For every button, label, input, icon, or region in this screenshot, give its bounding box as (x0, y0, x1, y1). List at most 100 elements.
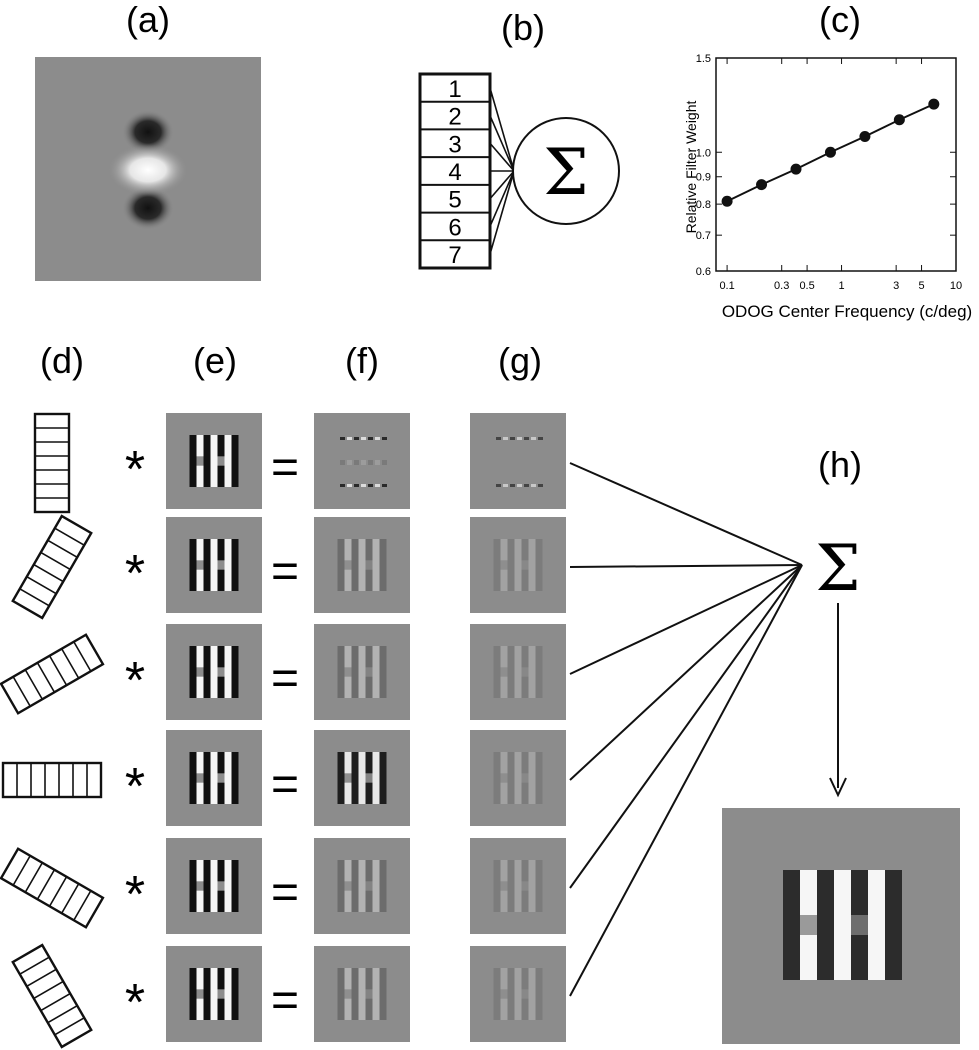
dark-bar (507, 646, 515, 698)
filter-connector (489, 170, 515, 255)
filter-cell-divider (12, 855, 31, 886)
filter-number-7: 7 (448, 242, 461, 269)
panel-label-a: (a) (126, 0, 170, 40)
y-tick-label: 1.5 (696, 53, 711, 65)
light-bar (528, 646, 536, 698)
test-patch (344, 881, 352, 891)
filter-number-4: 4 (448, 159, 461, 186)
filter-output (314, 517, 410, 613)
dark-bar (351, 860, 359, 912)
summation-fan-lines (569, 462, 803, 997)
x-tick-label: 3 (893, 280, 899, 292)
oriented-filter-icon (33, 412, 71, 514)
dark-bar (189, 752, 197, 804)
test-patch (365, 881, 373, 891)
filter-output (314, 413, 410, 509)
test-patch (217, 881, 225, 891)
gray-field (470, 413, 566, 509)
filter-outline (0, 633, 105, 715)
panel-label-g: (g) (498, 340, 542, 381)
edge-response (524, 484, 529, 487)
light-bar (224, 539, 232, 591)
light-bar (514, 860, 522, 912)
y-tick-label: 0.6 (696, 266, 711, 278)
filter-outline (11, 514, 93, 620)
equals-operator: = (271, 974, 299, 1027)
dark-bar (189, 539, 197, 591)
panel-label-f: (f) (345, 340, 379, 381)
filter-cell-divider (24, 669, 44, 700)
filter-outline (0, 847, 105, 929)
fan-line (569, 564, 803, 889)
dark-bar (351, 752, 359, 804)
filter-cell-divider (73, 641, 92, 672)
dark-bar (203, 860, 211, 912)
row-2: *= (11, 514, 566, 620)
edge-response (361, 437, 366, 440)
light-bar (210, 646, 218, 698)
oriented-filter-icon (11, 943, 93, 1049)
normalized-output (470, 624, 566, 720)
filter-cell-divider (60, 648, 80, 679)
chart-frame (715, 57, 957, 272)
light-bar (834, 870, 851, 980)
convolve-operator: * (125, 545, 145, 603)
dark-bar (203, 968, 211, 1020)
edge-response (517, 484, 522, 487)
dark-bar (885, 870, 902, 980)
test-patch (196, 456, 204, 466)
dark-bar (203, 752, 211, 804)
sum-icon: Σ (543, 136, 588, 210)
convolve-operator: * (125, 974, 145, 1032)
edge-response (510, 437, 515, 440)
orientation-sum-icon: Σ (815, 532, 860, 606)
dark-bar (337, 646, 345, 698)
light-bar (514, 539, 522, 591)
test-patch (196, 881, 204, 891)
filter-connector (489, 170, 515, 227)
filter-cell-divider (26, 575, 57, 595)
edge-response (347, 437, 352, 440)
equals-operator: = (271, 545, 299, 598)
edge-response (531, 437, 536, 440)
test-patch (344, 773, 352, 783)
panel-label-b: (b) (501, 7, 545, 48)
test-patch (365, 560, 373, 570)
filter-connectors (489, 87, 515, 255)
dark-bar (783, 870, 800, 980)
filter-cell-divider (36, 662, 56, 693)
dark-bar (351, 539, 359, 591)
dark-bar (189, 968, 197, 1020)
edge-response (503, 484, 508, 487)
sum-circle (512, 117, 620, 225)
center-response (347, 460, 352, 465)
equals-operator: = (271, 866, 299, 919)
test-patch (521, 560, 529, 570)
dark-bar (189, 860, 197, 912)
row-6: *= (11, 943, 566, 1049)
equals-operator: = (271, 758, 299, 811)
normalized-output (470, 413, 566, 509)
convolve-operator: * (125, 866, 145, 924)
y-tick-label: 0.8 (696, 199, 711, 211)
edge-response (524, 437, 529, 440)
y-tick-label: 1.0 (696, 147, 711, 159)
convolve-operator: * (125, 441, 145, 499)
test-patch (344, 560, 352, 570)
light-bar (868, 870, 885, 980)
filter-connector (489, 115, 515, 172)
test-patch (217, 456, 225, 466)
dog-filter-image (35, 57, 261, 281)
normalized-output (470, 946, 566, 1042)
edge-response (340, 437, 345, 440)
data-point (790, 163, 802, 175)
input-stimulus (166, 413, 262, 509)
light-bar (358, 646, 366, 698)
test-patch (500, 989, 508, 999)
dark-bar (507, 860, 515, 912)
dark-bar (189, 435, 197, 487)
y-tick-label: 0.7 (696, 230, 711, 242)
filter-output (314, 946, 410, 1042)
filter-cell-divider (48, 655, 68, 686)
